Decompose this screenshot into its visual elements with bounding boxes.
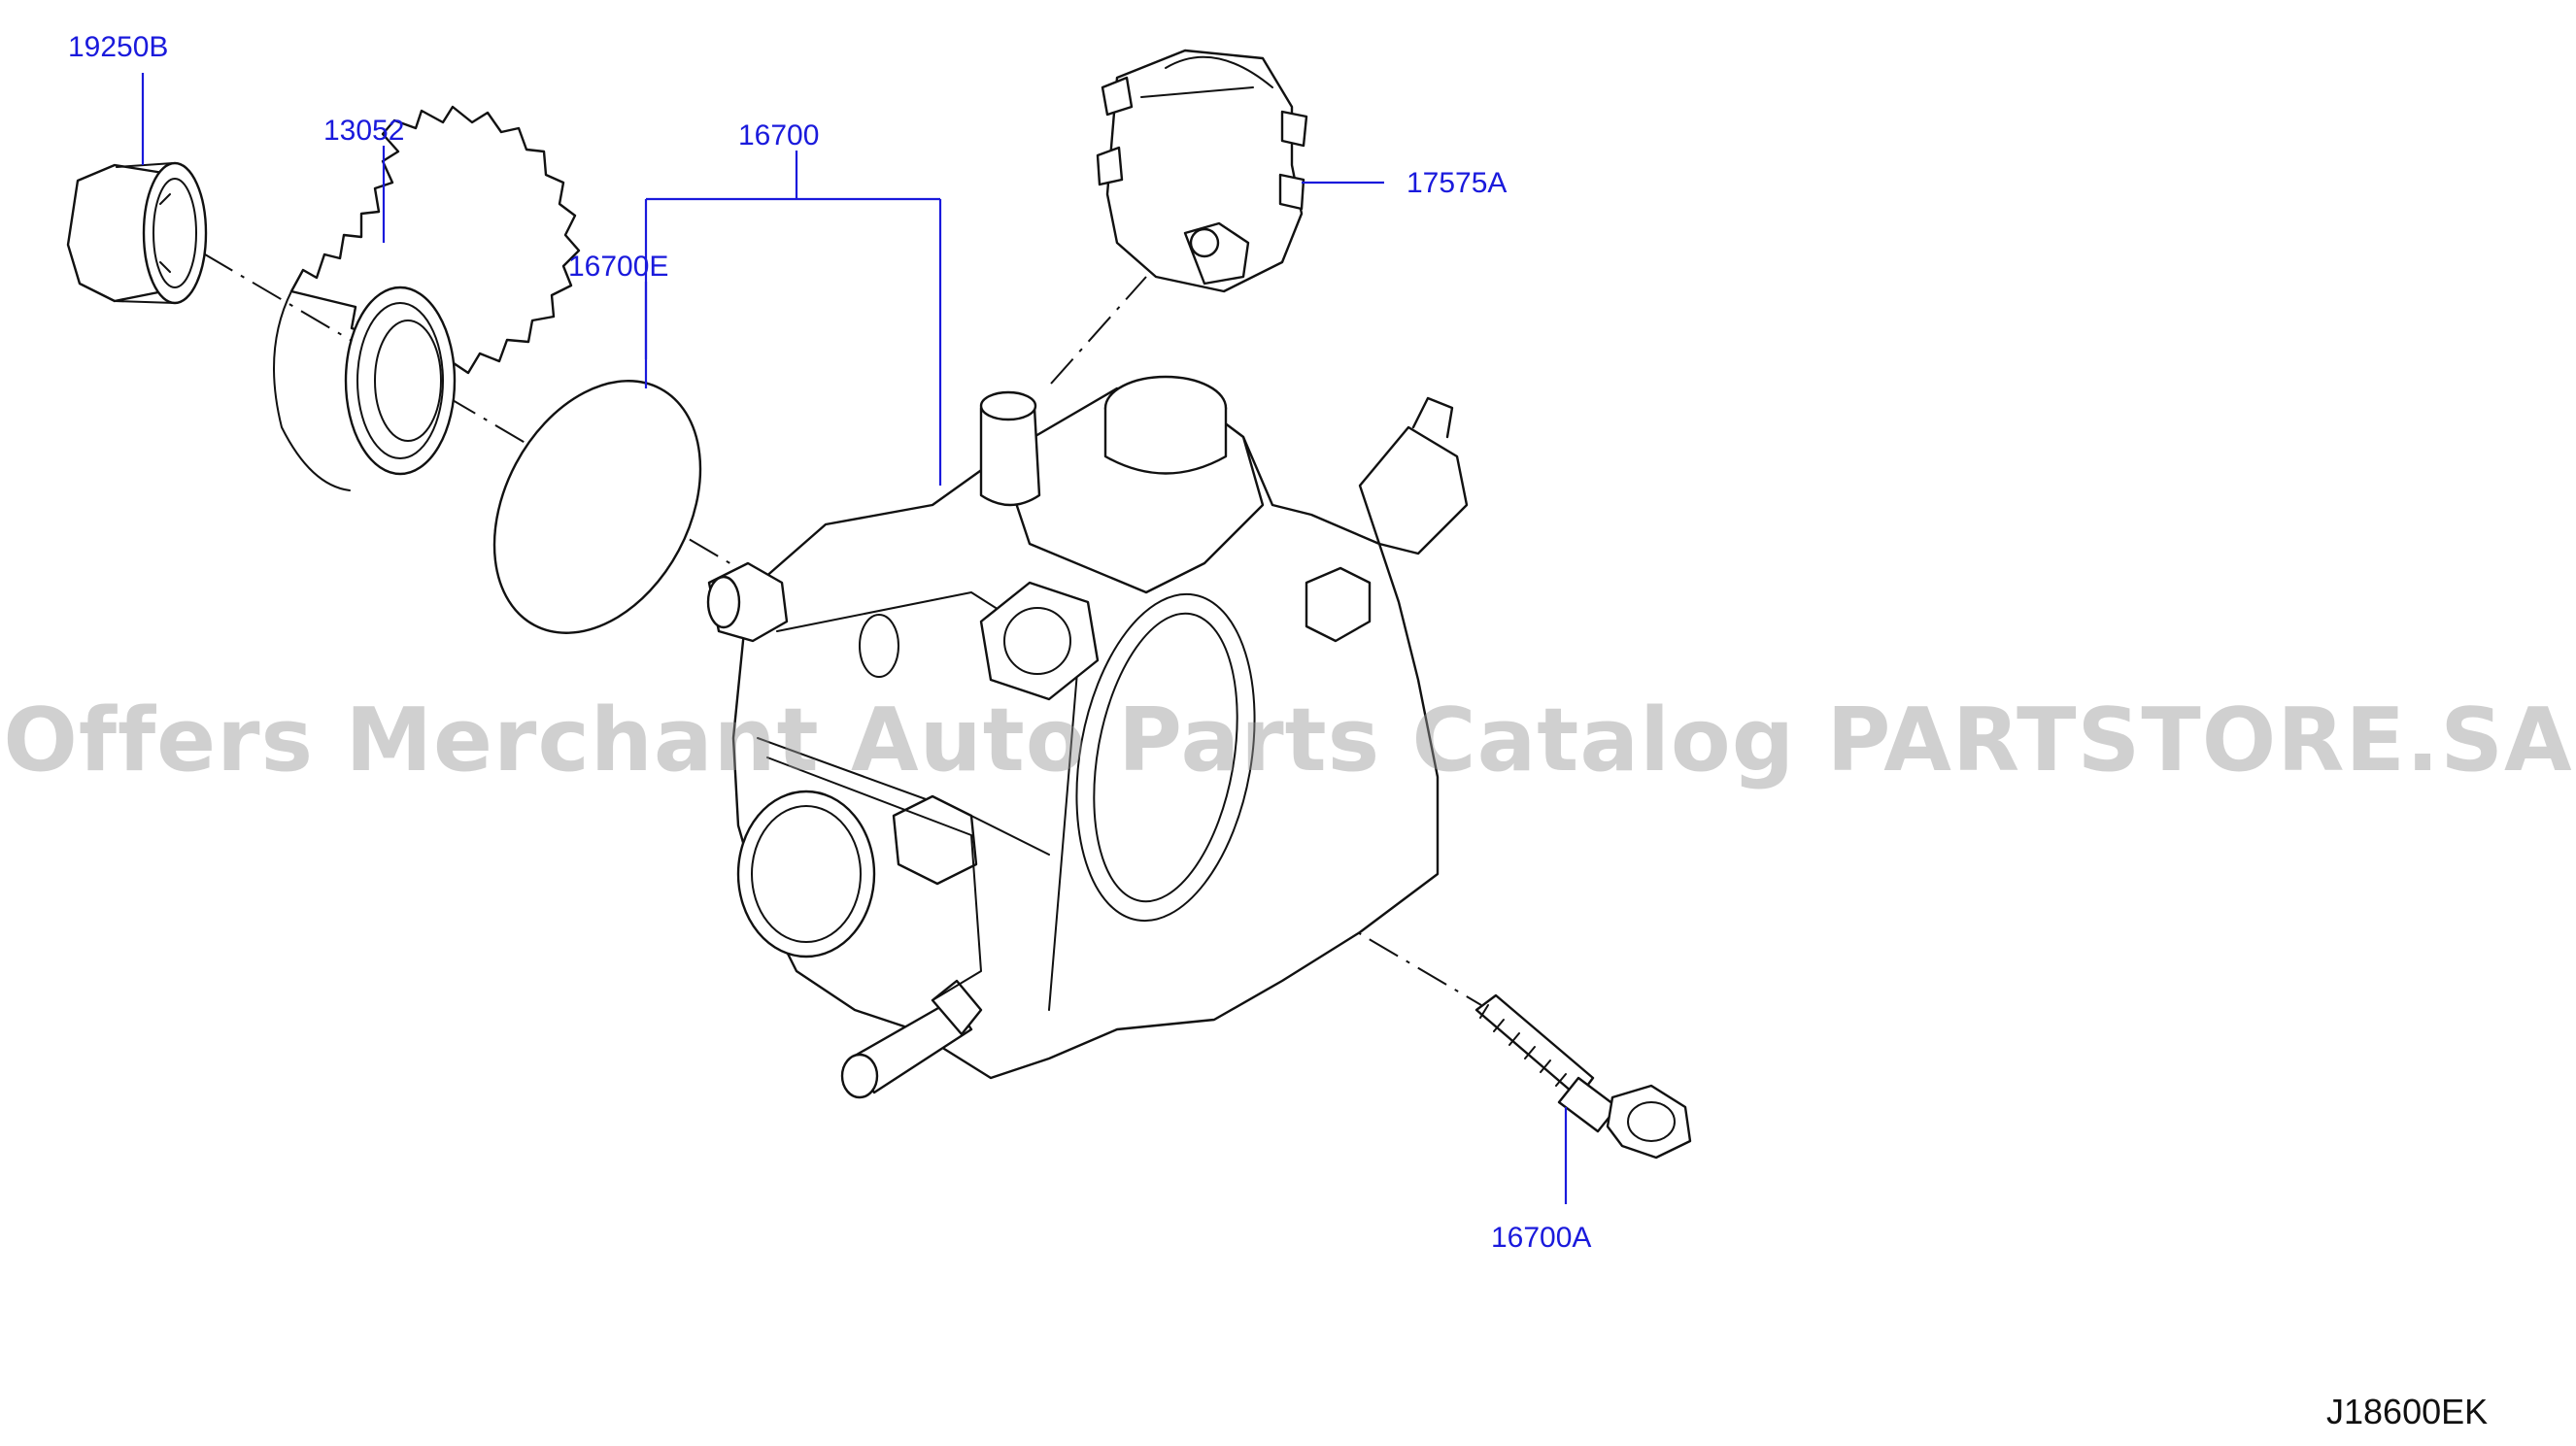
- callout-pump-assembly[interactable]: 16700: [738, 119, 820, 151]
- connector-part[interactable]: [1096, 49, 1308, 293]
- callout-bolt[interactable]: 16700A: [1491, 1222, 1592, 1254]
- nut-part[interactable]: [66, 161, 208, 305]
- connector-axis: [1050, 276, 1147, 385]
- callout-connector[interactable]: 17575A: [1407, 167, 1508, 199]
- callout-o-ring[interactable]: 16700E: [568, 251, 669, 283]
- pump-assembly-part[interactable]: [706, 375, 1469, 1099]
- leader-pump-assembly: [644, 151, 942, 486]
- gear-part[interactable]: [273, 105, 581, 491]
- o-ring-part[interactable]: [453, 346, 741, 669]
- callout-nut[interactable]: 19250B: [68, 31, 169, 63]
- diagram-code: J18600EK: [2326, 1392, 2489, 1431]
- callout-gear[interactable]: 13052: [323, 115, 405, 147]
- watermark-text: Offers Merchant Auto Parts Catalog PARTS…: [3, 689, 2573, 791]
- bolt-part[interactable]: [1474, 993, 1692, 1160]
